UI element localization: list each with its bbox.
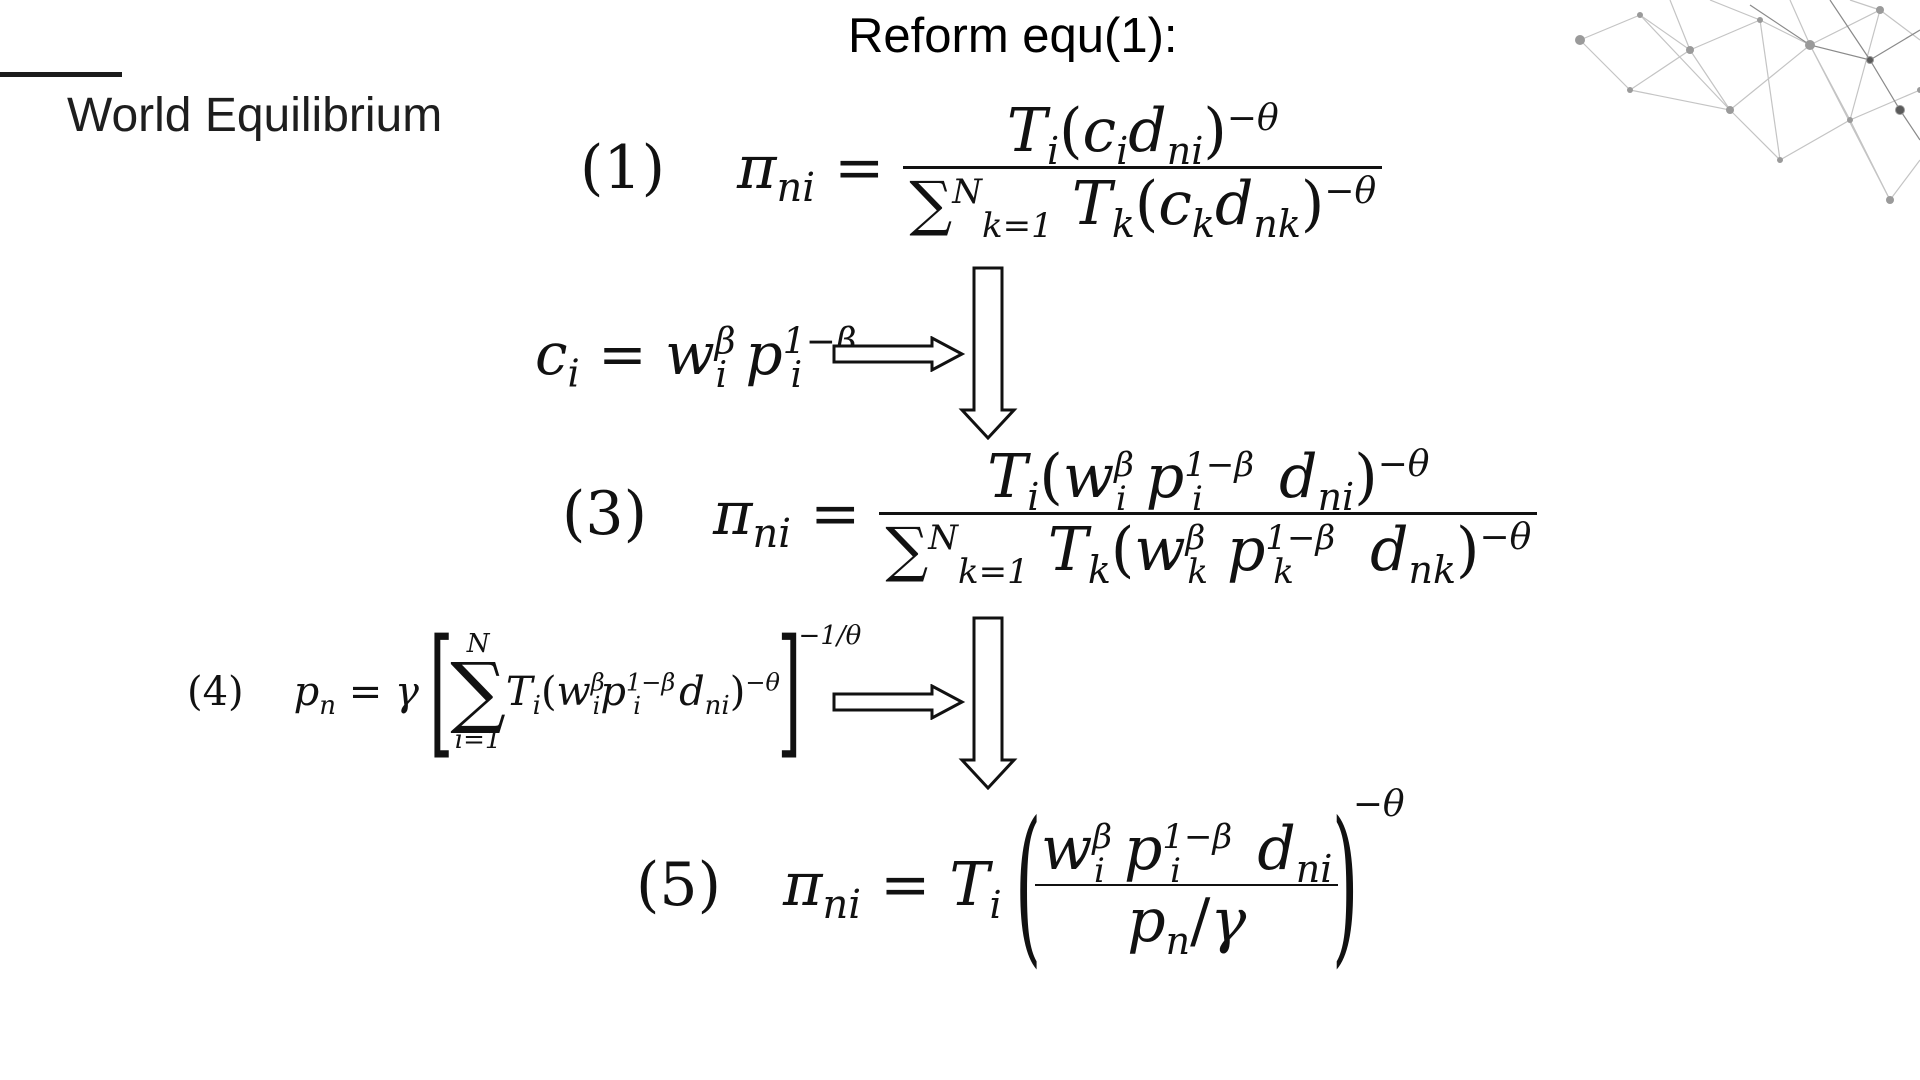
- equation-1: (1) πni = Ti(cidni)−θ ∑Nk=1 Tk(ckdnk)−θ: [580, 96, 1383, 243]
- equation-3: (3) πni = Ti(wβi p1−βi dni)−θ ∑Nk=1 Tk(w…: [562, 442, 1538, 589]
- equation-cost: ci = wβi p1−βi: [535, 320, 857, 396]
- down-arrow-icon: [958, 266, 1018, 440]
- equation-1-tag: (1): [580, 132, 665, 203]
- equation-5: (5) πni = Ti ( wβi p1−βi dni pn/γ ) −θ: [636, 784, 1405, 984]
- network-decoration: [1575, 0, 1920, 204]
- section-title: World Equilibrium: [67, 89, 443, 142]
- right-arrow-icon: [832, 336, 966, 372]
- slide-title: Reform equ(1):: [848, 9, 1178, 63]
- equation-5-lhs: πni = Ti: [783, 850, 1002, 928]
- down-arrow-icon: [958, 616, 1018, 790]
- equation-3-lhs: πni =: [713, 478, 880, 557]
- equation-5-tag: (5): [636, 850, 721, 920]
- equation-4-tag: (4): [187, 669, 244, 715]
- title-accent-line: [0, 72, 122, 77]
- equation-1-fraction: Ti(cidni)−θ ∑Nk=1 Tk(ckdnk)−θ: [903, 96, 1383, 243]
- equation-cost-lhs: c: [535, 320, 568, 388]
- equation-3-fraction: Ti(wβi p1−βi dni)−θ ∑Nk=1 Tk(wβk p1−βk d…: [879, 442, 1538, 589]
- right-arrow-icon: [832, 684, 966, 720]
- equation-5-fraction: wβi p1−βi dni pn/γ: [1035, 814, 1339, 960]
- equation-1-lhs: πni =: [737, 132, 904, 211]
- equation-3-tag: (3): [562, 478, 647, 549]
- equation-4: (4) pn = γ [ N ∑ i=1 Ti(wβip1−βi dni)−θ …: [187, 610, 862, 773]
